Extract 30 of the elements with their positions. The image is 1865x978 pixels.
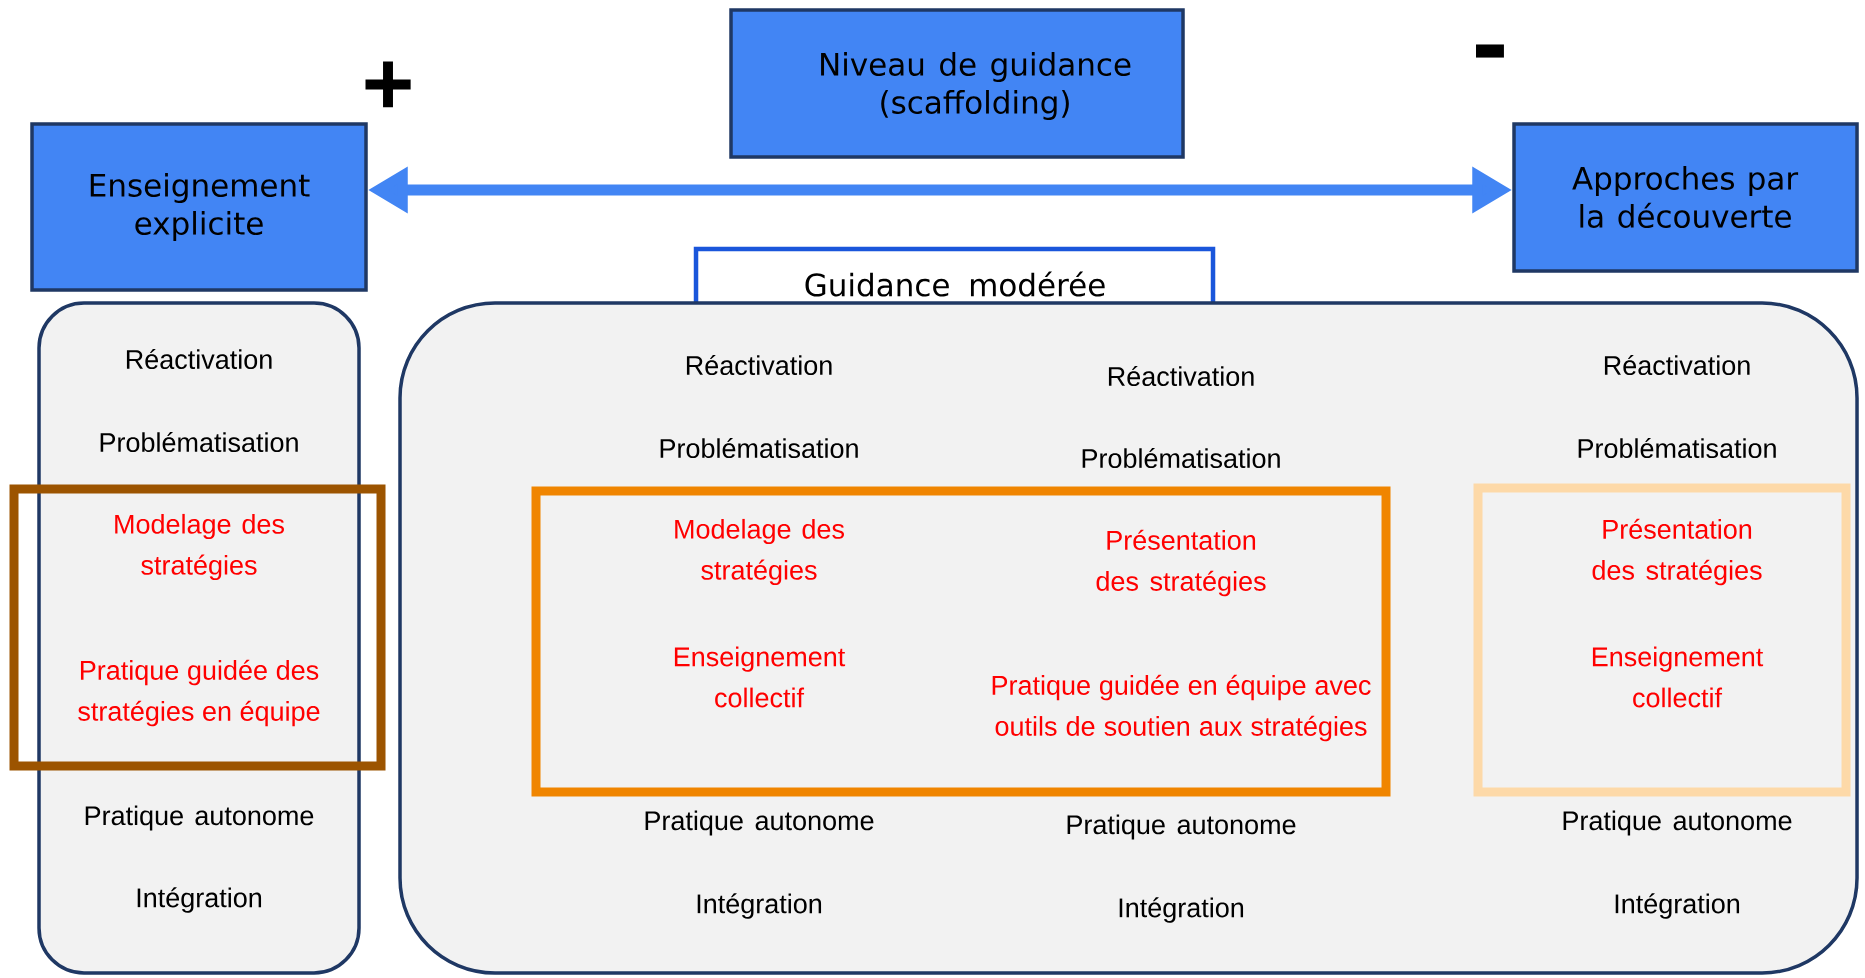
box-title: Enseignement explicite (90, 173, 310, 241)
box-title: Guidance modérée (805, 271, 1105, 297)
step-label: Réactivation (1604, 354, 1750, 376)
step-label: Intégration (1615, 893, 1740, 919)
step-label: Pratique autonome (85, 805, 314, 831)
sign-label: + (365, 61, 411, 108)
box-title: Niveau de guidance (scaffolding) (821, 52, 1131, 120)
step-label: Pratique autonome (645, 810, 874, 836)
strategy-label: Présentation des stratégies (1592, 518, 1762, 586)
box-title: Approches par la découverte (1572, 166, 1799, 228)
step-label: Pratique autonome (1563, 810, 1792, 836)
step-label: Problématisation (100, 431, 298, 453)
step-label: Réactivation (1108, 365, 1254, 387)
strategy-label: Pratique guidée en équipe avec outils de soutien aux stratégies (992, 674, 1371, 742)
strategy-label: Enseignement collectif (1592, 646, 1764, 708)
strategy-label: Modelage des stratégies (115, 513, 284, 581)
step-label: Intégration (697, 893, 822, 919)
step-label: Problématisation (1578, 437, 1776, 459)
step-label: Problématisation (660, 437, 858, 459)
sign-label: - (1476, 44, 1504, 58)
step-label: Problématisation (1082, 447, 1280, 469)
step-label: Réactivation (686, 354, 832, 376)
strategy-label: Présentation des stratégies (1096, 529, 1266, 597)
strategy-label: Enseignement collectif (674, 646, 846, 708)
step-label: Intégration (137, 887, 262, 913)
step-label: Pratique autonome (1067, 814, 1296, 840)
strategy-label: Modelage des stratégies (675, 518, 844, 586)
strategy-label: Pratique guidée des stratégies en équipe (78, 659, 320, 727)
step-label: Intégration (1119, 897, 1244, 923)
step-label: Réactivation (126, 348, 272, 370)
